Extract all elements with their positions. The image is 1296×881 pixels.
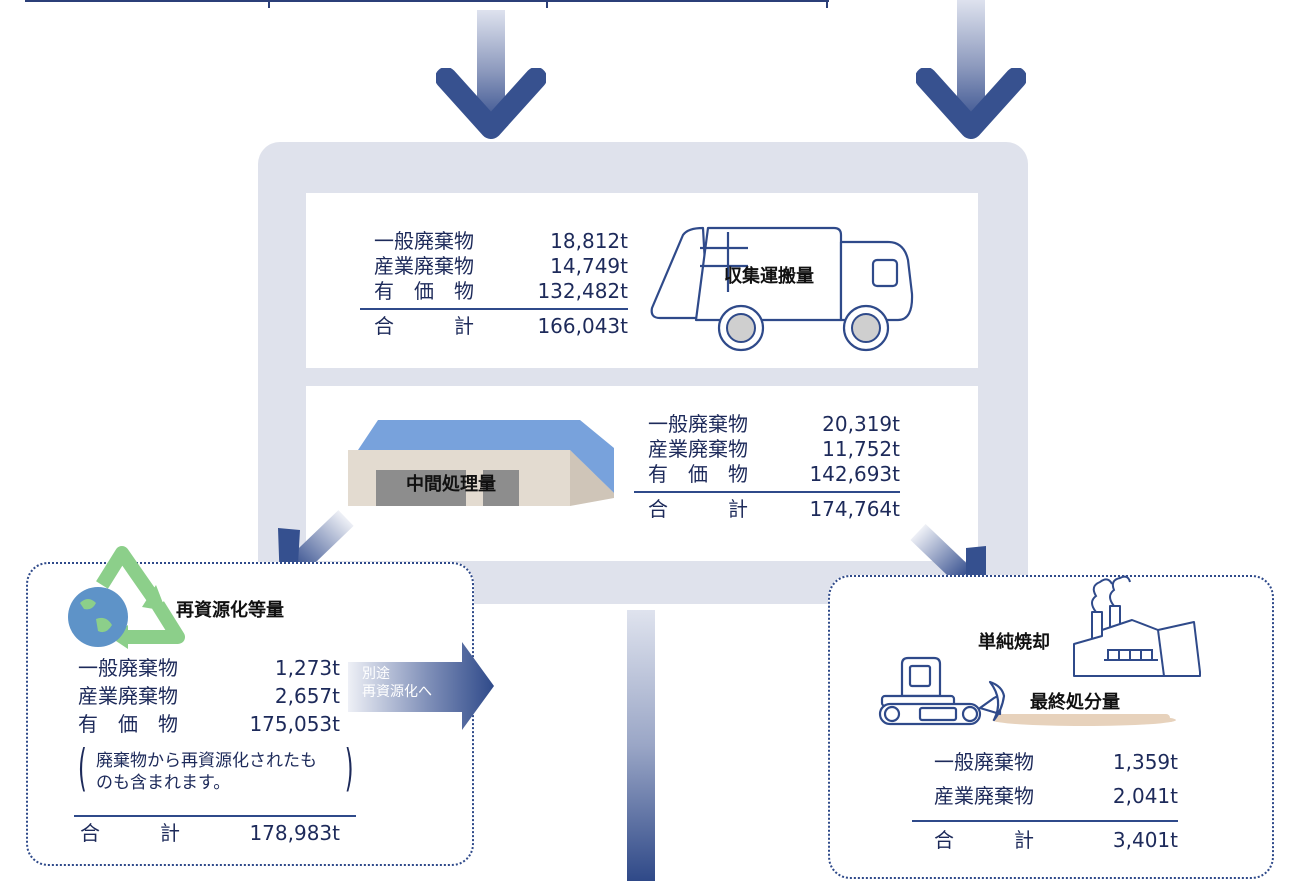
separate-line2: 再資源化へ <box>362 684 432 700</box>
row-value: 2,657t <box>274 684 340 708</box>
recycling-row: 産業廃棄物 2,657t <box>74 684 340 712</box>
final-box <box>828 575 1274 879</box>
total-value: 174,764t <box>809 497 900 521</box>
total-value: 166,043t <box>537 314 628 338</box>
total-label: 合 計 <box>374 314 474 338</box>
row-value: 2,041t <box>1112 784 1178 808</box>
recycling-total-rule <box>74 815 356 817</box>
top-line-ticks <box>0 0 840 10</box>
recycling-note: ( ) 廃棄物から再資源化されたものも含まれます。 <box>78 739 354 797</box>
row-label: 一般廃棄物 <box>648 412 748 436</box>
arrow-head-left-icon <box>436 68 546 139</box>
collection-total-row: 合 計 166,043t <box>360 314 628 339</box>
row-label: 産業廃棄物 <box>374 254 474 278</box>
row-value: 1,273t <box>274 656 340 680</box>
collection-table: 一般廃棄物 18,812t 産業廃棄物 14,749t 有 価 物 132,48… <box>360 229 628 339</box>
garbage-truck-icon <box>650 226 914 352</box>
recycling-total-row: 合 計 178,983t <box>74 821 340 846</box>
row-value: 1,359t <box>1112 750 1178 774</box>
total-rule <box>912 820 1178 822</box>
row-value: 175,053t <box>249 712 340 736</box>
arrow-head-right-icon <box>916 68 1026 139</box>
intermediate-row: 産業廃棄物 11,752t <box>634 437 900 462</box>
row-label: 有 価 物 <box>374 279 474 303</box>
final-total-row: 合 計 3,401t <box>912 828 1178 853</box>
intermediate-row: 一般廃棄物 20,319t <box>634 412 900 437</box>
bulldozer-icon <box>878 656 1176 726</box>
collection-row: 産業廃棄物 14,749t <box>360 254 628 279</box>
total-rule <box>634 491 900 493</box>
total-label: 合 計 <box>934 828 1034 852</box>
total-label: 合 計 <box>648 497 748 521</box>
separate-recycling-arrow-icon <box>348 642 494 730</box>
processing-building-icon <box>348 420 614 506</box>
row-value: 14,749t <box>550 254 628 278</box>
recycling-row: 一般廃棄物 1,273t <box>74 656 340 684</box>
final-label: 最終処分量 <box>1030 692 1120 713</box>
factory-icon <box>1073 575 1201 677</box>
recycling-table: 一般廃棄物 1,273t 産業廃棄物 2,657t 有 価 物 175,053t <box>74 656 340 742</box>
recycling-label: 再資源化等量 <box>176 600 284 621</box>
intermediate-label: 中間処理量 <box>406 474 496 495</box>
row-label: 有 価 物 <box>78 712 178 736</box>
intermediate-total-row: 合 計 174,764t <box>634 497 900 522</box>
top-connector-line <box>25 0 829 2</box>
row-label: 一般廃棄物 <box>78 656 178 680</box>
intermediate-table: 一般廃棄物 20,319t 産業廃棄物 11,752t 有 価 物 142,69… <box>634 412 900 522</box>
incineration-label: 単純焼却 <box>978 632 1050 653</box>
row-label: 一般廃棄物 <box>934 750 1034 774</box>
row-label: 産業廃棄物 <box>648 437 748 461</box>
total-value: 178,983t <box>249 821 340 845</box>
row-value: 11,752t <box>822 437 900 461</box>
intermediate-row: 有 価 物 142,693t <box>634 462 900 487</box>
collection-label: 収集運搬量 <box>724 266 814 287</box>
row-label: 一般廃棄物 <box>374 229 474 253</box>
row-value: 142,693t <box>809 462 900 486</box>
collection-row: 有 価 物 132,482t <box>360 279 628 304</box>
recycling-row: 有 価 物 175,053t <box>74 712 340 742</box>
recycling-total-table: 合 計 178,983t <box>74 821 340 846</box>
final-row: 産業廃棄物 2,041t <box>912 784 1178 818</box>
final-row: 一般廃棄物 1,359t <box>912 750 1178 784</box>
final-table: 一般廃棄物 1,359t 産業廃棄物 2,041t 合 計 3,401t <box>912 750 1178 853</box>
note-text: 廃棄物から再資源化されたものも含まれます。 <box>96 751 317 793</box>
row-value: 18,812t <box>550 229 628 253</box>
row-label: 産業廃棄物 <box>934 784 1034 808</box>
row-value: 20,319t <box>822 412 900 436</box>
arrow-shaft-center <box>627 610 655 881</box>
separate-recycling-label: 別途 再資源化へ <box>362 665 432 701</box>
total-label: 合 計 <box>80 821 180 845</box>
total-value: 3,401t <box>1112 828 1178 852</box>
row-label: 有 価 物 <box>648 462 748 486</box>
row-label: 産業廃棄物 <box>78 684 178 708</box>
row-value: 132,482t <box>537 279 628 303</box>
recycle-globe-icon <box>68 546 185 649</box>
collection-row: 一般廃棄物 18,812t <box>360 229 628 254</box>
separate-line1: 別途 <box>362 666 390 682</box>
total-rule <box>360 308 628 310</box>
